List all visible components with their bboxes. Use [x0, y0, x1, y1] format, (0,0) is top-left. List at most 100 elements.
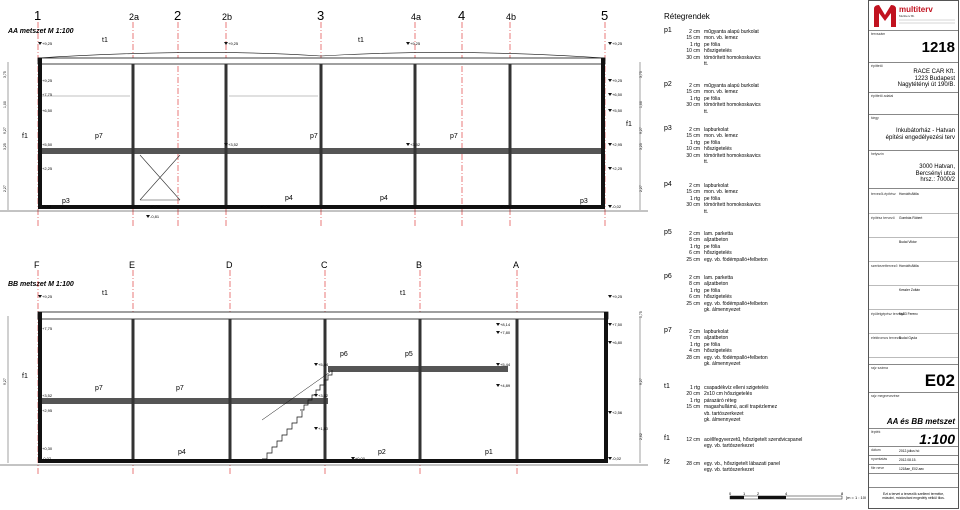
level-arrow-aa: [406, 42, 410, 45]
level-arrow-aa: [146, 205, 150, 208]
layer-thickness: 28 cm: [686, 461, 700, 467]
level-arrow-aa: [608, 167, 612, 170]
stair-upper-bb: [300, 370, 333, 411]
level-arrow-aa: [608, 79, 612, 82]
layer-material: pe fólia: [704, 95, 721, 102]
layer-code: p1: [664, 27, 672, 34]
column-aa: [131, 64, 135, 205]
role-person: Horváth Attila: [899, 264, 919, 268]
grid-label-aa: 2a: [129, 12, 139, 22]
level-mark-bb: +3,52: [42, 393, 53, 398]
layer-thickness: 1 rtg: [689, 287, 700, 294]
layer-material: mon. vb. lemez: [704, 133, 738, 140]
level-arrow-bb: [496, 363, 500, 366]
level-arrow-bb: [314, 427, 318, 430]
level-arrow-bb: [608, 295, 612, 298]
room-label-aa: p3: [62, 198, 70, 205]
dim-right-aa: 2,27: [639, 185, 643, 192]
level-arrow-aa: [406, 143, 410, 146]
roof-slab-bb: [37, 311, 609, 320]
grid-label-aa: 5: [601, 8, 608, 23]
layer-material: tömörített homokoskavics: [704, 54, 761, 61]
level-mark-bb: +5,44: [500, 362, 511, 367]
stair-lower-bb: [262, 411, 303, 460]
layer-thickness: 25 cm: [686, 300, 700, 307]
floor-label-bb: t1: [102, 290, 108, 297]
room-label-bb: p4: [178, 449, 186, 456]
layer-thickness: 1 rtg: [689, 385, 700, 391]
level-arrow-aa: [38, 93, 42, 96]
level-mark-aa: +6,50: [42, 108, 53, 113]
layer-thickness: 15 cm: [686, 189, 700, 196]
layer-material: mon. vb. lemez: [704, 35, 738, 42]
floor-label-aa: t1: [358, 37, 364, 44]
layer-material: hőszigetelés: [704, 348, 732, 355]
room-label-bb: p5: [405, 351, 413, 358]
level-mark-aa: +2,25: [42, 166, 53, 171]
column-bb: [515, 319, 519, 459]
drawing-number-cell: rajz száma E02: [869, 365, 958, 393]
section-bb-title: BB metszet M 1:100: [8, 281, 74, 288]
client-cell: építtető RACE CAR Kft. 1223 Budapest Nag…: [869, 63, 958, 93]
layer-material: hőszigetelés: [704, 250, 732, 257]
roof-slab-aa: [37, 57, 606, 65]
layer-thickness: 15 cm: [686, 89, 700, 96]
drawing-number: E02: [924, 371, 955, 390]
dim-right-aa: 3,25: [639, 143, 643, 150]
footer-cell: Ezt a tervet a tervezők szellemi terméke…: [869, 488, 958, 508]
layer-material: pe fólia: [704, 139, 721, 146]
layer-material: lapburkolat: [704, 127, 729, 133]
layer-material: tt.: [704, 60, 709, 67]
layer-thickness: 1 rtg: [689, 341, 700, 348]
layer-material: vb. tartószerkezet: [704, 410, 744, 417]
layer-material: műgyanta alapú burkolat: [704, 29, 759, 35]
layer-material: hőszigetelés: [704, 294, 732, 301]
layer-thickness: 28 cm: [686, 354, 700, 361]
drawing-name-cell: rajz megnevezése AA és BB metszet: [869, 393, 958, 429]
level-arrow-bb: [608, 457, 612, 460]
layer-material: egy. vb. födémpalló+felbeton: [704, 256, 768, 263]
layer-thickness: 15 cm: [686, 404, 700, 411]
layer-thickness: 1 rtg: [689, 195, 700, 202]
role-row: Kessler Zoltán: [869, 287, 958, 310]
layer-thickness: 7 cm: [689, 335, 700, 342]
floor-slab-bb: [38, 398, 328, 404]
drawing-scale: 1:100: [919, 431, 955, 447]
role-label: épületgépész tervező: [871, 312, 905, 316]
room-label-bb: p7: [176, 385, 184, 392]
site-text: 3000 Hatvan, Bercsényi utca hrsz.: 7000/…: [915, 164, 955, 183]
level-arrow-aa: [38, 167, 42, 170]
layer-material: egy. vb. födémpalló+felbeton: [704, 300, 768, 307]
title-block: multiterv Multiterv Bt. tervszám 1218 ép…: [868, 0, 959, 509]
grid-label-aa: 4: [458, 8, 465, 23]
layer-row: gk. álmennyezet: [682, 361, 768, 367]
layer-row: gk. álmennyezet: [682, 307, 768, 313]
scale-tick: 1: [743, 491, 746, 496]
layer-thickness: 2 cm: [689, 83, 700, 89]
grid-label-bb: F: [34, 260, 40, 270]
column-bb: [131, 319, 135, 459]
role-person: Budai Viktor: [899, 240, 917, 244]
column-aa: [413, 64, 417, 205]
layer-material: műgyanta alapú burkolat: [704, 83, 759, 89]
level-arrow-aa: [608, 93, 612, 96]
level-mark-aa: +9,25: [612, 41, 623, 46]
layer-row: egy. vb. tartószerkezet: [682, 443, 802, 449]
section-aa-title: AA metszet M 1:100: [7, 28, 74, 35]
